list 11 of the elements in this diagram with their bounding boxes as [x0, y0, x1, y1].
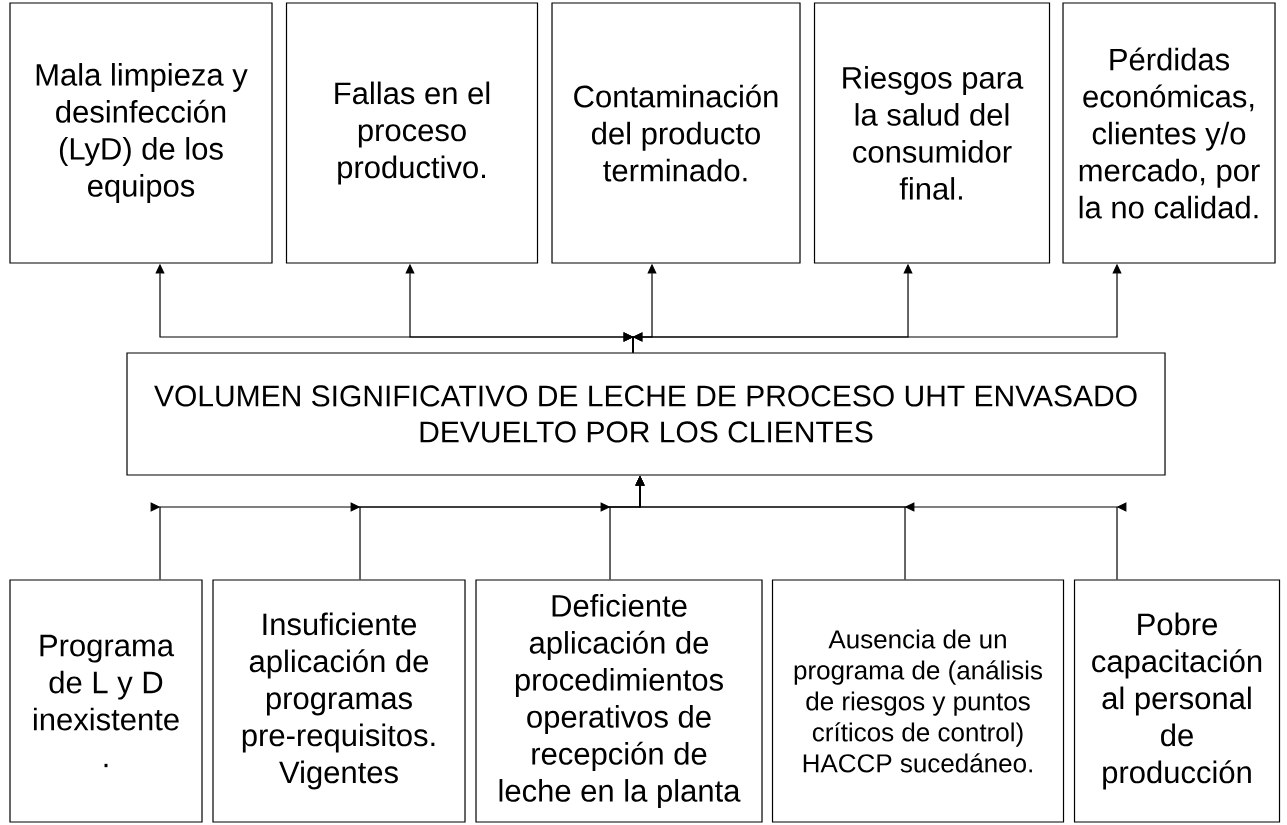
cause-box: Insuficiente aplicación de programas pre-requisitos. Vigentes — [212, 579, 466, 823]
effect-box: Fallas en el proceso productivo. — [285, 2, 539, 264]
cause-box: Pobre capacitación al personal de producción — [1073, 579, 1281, 823]
effect-box: Riesgos para la salud del consumidor final. — [813, 2, 1051, 264]
cause-box: Ausencia de un programa de (análisis de riesgos y puntos críticos de control) HACCP sucedáneo. — [771, 579, 1065, 823]
effect-box: Pérdidas económicas, clientes y/o mercado, por la no calidad. — [1062, 2, 1276, 264]
effect-box: Mala limpieza y desinfección (LyD) de los equipos — [9, 2, 273, 264]
cause-box: Programa de L y D inexistente . — [9, 579, 203, 823]
problem-box: VOLUMEN SIGNIFICATIVO DE LECHE DE PROCESO UHT ENVASADO DEVUELTO POR LOS CLIENTES — [126, 352, 1166, 476]
effect-box: Contaminación del producto terminado. — [551, 2, 801, 264]
cause-box: Deficiente aplicación de procedimientos operativos de recepción de leche en la planta — [475, 579, 763, 823]
